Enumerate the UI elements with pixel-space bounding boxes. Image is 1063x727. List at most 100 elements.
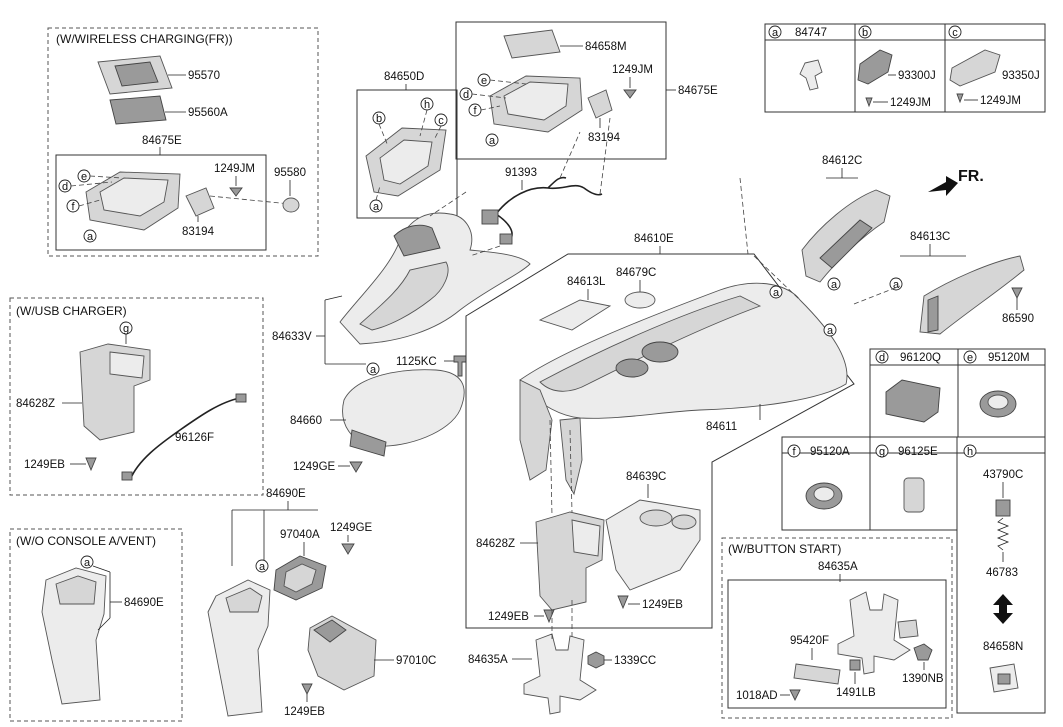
callout-main-a3 xyxy=(823,323,837,337)
legend-h-letter: h xyxy=(967,446,973,458)
tray-assembly-box-top xyxy=(455,21,667,160)
legend-b-part2: 1249JM xyxy=(890,97,931,109)
mat-84613l-part xyxy=(538,299,612,331)
svg-text:d: d xyxy=(463,89,469,101)
screw-1249eb-vent xyxy=(301,683,313,696)
tray-assembly-box-wireless xyxy=(55,154,267,251)
lamp-95580-part xyxy=(282,197,300,213)
svg-text:f: f xyxy=(71,201,75,213)
bracket-83194-top xyxy=(587,89,613,119)
legend-f-part: 95120A xyxy=(810,446,850,458)
callout-main-a1 xyxy=(366,362,380,376)
svg-text:a: a xyxy=(831,279,838,291)
label-1249GE-armrest: 1249GE xyxy=(293,461,336,473)
svg-text:d: d xyxy=(62,181,68,193)
label-83194-wireless: 83194 xyxy=(182,226,215,238)
legend-e-letter: e xyxy=(967,352,973,364)
label-95570: 95570 xyxy=(188,70,220,82)
svg-text:a: a xyxy=(893,279,900,291)
usb-charger-box xyxy=(9,297,264,496)
usb-charger-title: (W/USB CHARGER) xyxy=(16,304,127,318)
svg-text:a: a xyxy=(489,135,496,147)
bolt-1125kc-part xyxy=(453,355,467,377)
label-95420F: 95420F xyxy=(790,635,829,647)
double-arrow-icon xyxy=(993,594,1013,624)
svg-text:h: h xyxy=(424,99,430,111)
screw-1249eb-console-right xyxy=(617,595,629,610)
svg-text:b: b xyxy=(376,113,382,125)
button-start-box xyxy=(721,537,953,719)
label-84613C: 84613C xyxy=(910,231,950,243)
label-84628Z: 84628Z xyxy=(476,538,515,550)
legend-b-part1: 93300J xyxy=(898,70,936,82)
label-84690E: 84690E xyxy=(266,488,306,500)
side-panel-84613c xyxy=(919,255,1025,335)
svg-text:c: c xyxy=(438,115,444,127)
callout-wireless-a xyxy=(83,229,97,243)
legend-d-marker xyxy=(875,350,889,364)
legend-h-marker xyxy=(963,444,977,458)
label-84660: 84660 xyxy=(290,415,322,427)
screw-b-part xyxy=(865,97,873,108)
label-84628Z-usb: 84628Z xyxy=(16,398,55,410)
legend-d-letter: d xyxy=(879,352,885,364)
svg-text:a: a xyxy=(773,287,780,299)
screw-1018ad-part xyxy=(789,689,801,702)
svg-text:a: a xyxy=(370,364,377,376)
antenna-95420f-part xyxy=(793,663,841,685)
label-95580: 95580 xyxy=(274,167,306,179)
bracket-83194-wireless xyxy=(185,187,215,217)
label-1249EB-console-left: 1249EB xyxy=(488,611,529,623)
label-84613L: 84613L xyxy=(567,276,606,288)
label-84635A-button: 84635A xyxy=(818,561,858,573)
label-83194-top: 83194 xyxy=(588,132,621,144)
legend-h-part3: 84658N xyxy=(983,641,1023,653)
label-1249EB-usb: 1249EB xyxy=(24,459,65,471)
switch-93350j-part xyxy=(949,49,1001,87)
usb-96125e-part xyxy=(903,477,925,513)
screw-1249jm-top xyxy=(623,89,637,99)
front-direction-label: FR. xyxy=(958,168,984,185)
legend-g-marker xyxy=(875,444,889,458)
label-84658M: 84658M xyxy=(585,41,627,53)
pad-84658m-part xyxy=(503,29,561,59)
legend-b-letter: b xyxy=(862,27,868,39)
legend-g-part: 96125E xyxy=(898,446,938,458)
label-1390NB: 1390NB xyxy=(902,673,944,685)
wireless-charging-title: (W/WIRELESS CHARGING(FR)) xyxy=(56,32,233,46)
legend-e-marker xyxy=(963,350,977,364)
nut-1339cc-part xyxy=(587,651,605,669)
label-96126F: 96126F xyxy=(175,432,214,444)
legend-e-part: 95120M xyxy=(988,352,1030,364)
button-start-title: (W/BUTTON START) xyxy=(728,542,841,556)
legend-table-top xyxy=(764,23,1046,113)
label-84679C: 84679C xyxy=(616,267,656,279)
label-84690E-novent: 84690E xyxy=(124,597,164,609)
callout-main-a2 xyxy=(769,285,783,299)
legend-a-part: 84747 xyxy=(795,27,827,39)
label-1249GE-vent: 1249GE xyxy=(330,522,373,534)
label-84612C: 84612C xyxy=(822,155,862,167)
label-97040A: 97040A xyxy=(280,529,320,541)
svg-text:e: e xyxy=(81,171,87,183)
label-84650D: 84650D xyxy=(384,71,424,83)
svg-text:a: a xyxy=(827,325,834,337)
knob-43790c-part xyxy=(995,499,1011,517)
legend-f-marker xyxy=(787,444,801,458)
label-84610E: 84610E xyxy=(634,233,674,245)
no-console-vent-box xyxy=(9,528,183,722)
svg-text:e: e xyxy=(481,75,487,87)
harness-91393-part xyxy=(495,176,603,241)
shift-boot-box xyxy=(356,89,458,219)
svg-text:a: a xyxy=(373,201,380,213)
usb-bracket-box xyxy=(727,579,947,709)
legend-b-marker xyxy=(858,25,872,39)
label-1249EB-console-right: 1249EB xyxy=(642,599,683,611)
svg-text:a: a xyxy=(259,561,266,573)
screw-1249eb-console-left xyxy=(543,609,555,624)
svg-text:a: a xyxy=(84,557,91,569)
label-97010C: 97010C xyxy=(396,655,436,667)
nut-1390nb-part xyxy=(913,643,933,661)
svg-text:f: f xyxy=(473,105,477,117)
